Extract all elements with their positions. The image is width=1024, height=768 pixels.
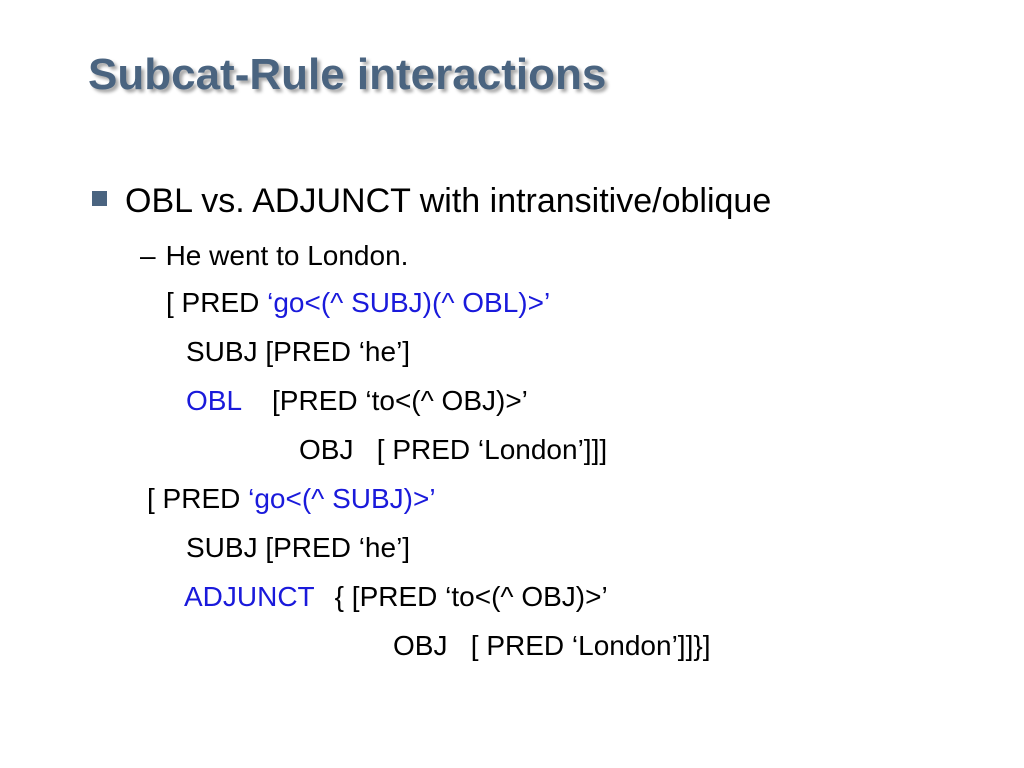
bullet-item: OBL vs. ADJUNCT with intransitive/obliqu… [92,182,771,221]
square-bullet-icon [92,191,107,206]
obl-key: OBL [186,385,243,416]
fstructure-2-adjunct-line: ADJUNCT { [PRED ‘to<(^ OBJ)>’ [184,581,608,613]
sub-bullet-text: He went to London. [165,240,409,271]
dash-bullet-icon: – [140,240,156,271]
slide-title: Subcat-Rule interactions [88,50,607,99]
adjunct-key: ADJUNCT [184,581,315,612]
bullet-text: OBL vs. ADJUNCT with intransitive/obliqu… [125,182,772,220]
fstructure-2-pred-line: [ PRED ‘go<(^ SUBJ)>’ [147,483,436,515]
pred-value: ‘go<(^ SUBJ)>’ [248,483,436,514]
fstructure-1-obj-line: OBJ [ PRED ‘London’]]] [299,434,608,465]
pred-value: ‘go<(^ SUBJ)(^ OBL)>’ [267,287,551,318]
sub-bullet-item: –He went to London. [140,240,408,272]
fstructure-1-subj-line: SUBJ [PRED ‘he’] [186,336,411,367]
fstructure-1-obl-line: OBL [PRED ‘to<(^ OBJ)>’ [186,385,528,417]
pred-prefix: [ PRED [147,483,249,514]
fstructure-1-pred-line: [ PRED ‘go<(^ SUBJ)(^ OBL)>’ [166,287,550,319]
obl-value: [PRED ‘to<(^ OBJ)>’ [272,385,528,416]
pred-prefix: [ PRED [166,287,268,318]
fstructure-2-obj-line: OBJ [ PRED ‘London’]]}] [393,630,711,661]
fstructure-2-subj-line: SUBJ [PRED ‘he’] [186,532,411,563]
adjunct-value: { [PRED ‘to<(^ OBJ)>’ [334,581,608,612]
